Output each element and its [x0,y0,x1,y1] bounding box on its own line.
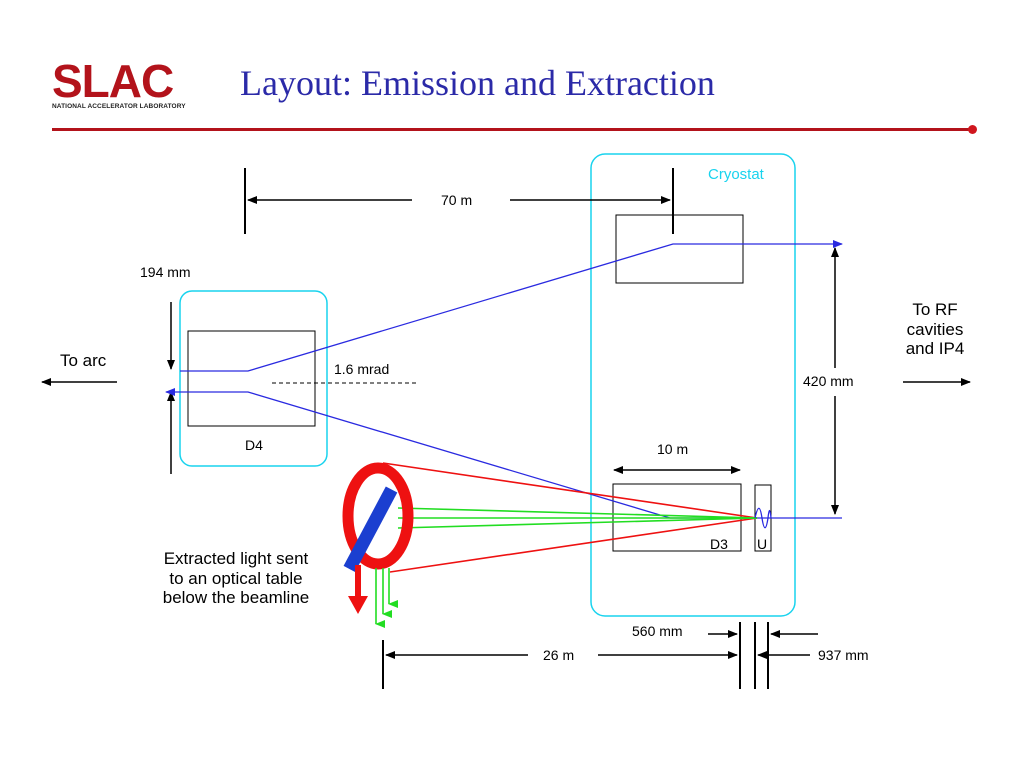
dim-560mm-label: 560 mm [632,623,683,639]
upper-magnet [615,214,744,284]
title-divider [52,128,972,131]
angle-label: 1.6 mrad [334,361,390,377]
extracted-caption-line-3: below the beamline [162,588,310,608]
to-arc-label: To arc [60,351,107,370]
dim-194mm-label: 194 mm [140,264,191,280]
undulator-wiggle [754,507,772,529]
extracted-red-arrow [348,565,368,614]
d4-cryostat-box [179,290,328,467]
dim-10m-label: 10 m [657,441,689,457]
to-rf-line-3: and IP4 [905,339,965,359]
extracted-light-caption: Extracted light sent to an optical table… [138,549,334,608]
cryostat-box [590,153,796,617]
to-rf-line-2: cavities [906,319,964,339]
dim-937mm-label: 937 mm [818,647,869,663]
to-rf-label: To RF cavities and IP4 [890,300,980,359]
dim-70m-label: 70 m [441,192,473,208]
d3-label: D3 [710,536,728,552]
undulator-label: U [757,536,768,552]
extracted-caption-line-1: Extracted light sent [163,549,309,568]
d4-label: D4 [245,437,263,453]
page-title: Layout: Emission and Extraction [240,63,715,103]
cryostat-label: Cryostat [708,166,764,183]
extracted-caption-line-2: to an optical table [169,568,303,588]
extraction-ring [342,462,414,570]
extracted-light-fan [382,462,758,573]
d4-magnet [187,330,316,427]
to-rf-line-1: To RF [912,300,958,319]
extraction-mirror [343,486,398,573]
beam-upper [180,240,843,372]
title-divider-dot [968,125,977,134]
slac-logo-subtitle: NATIONAL ACCELERATOR LABORATORY [52,103,186,110]
dim-420mm-label: 420 mm [803,373,854,389]
dim-26m-label: 26 m [543,647,575,663]
slac-logo: SLAC [52,55,174,107]
